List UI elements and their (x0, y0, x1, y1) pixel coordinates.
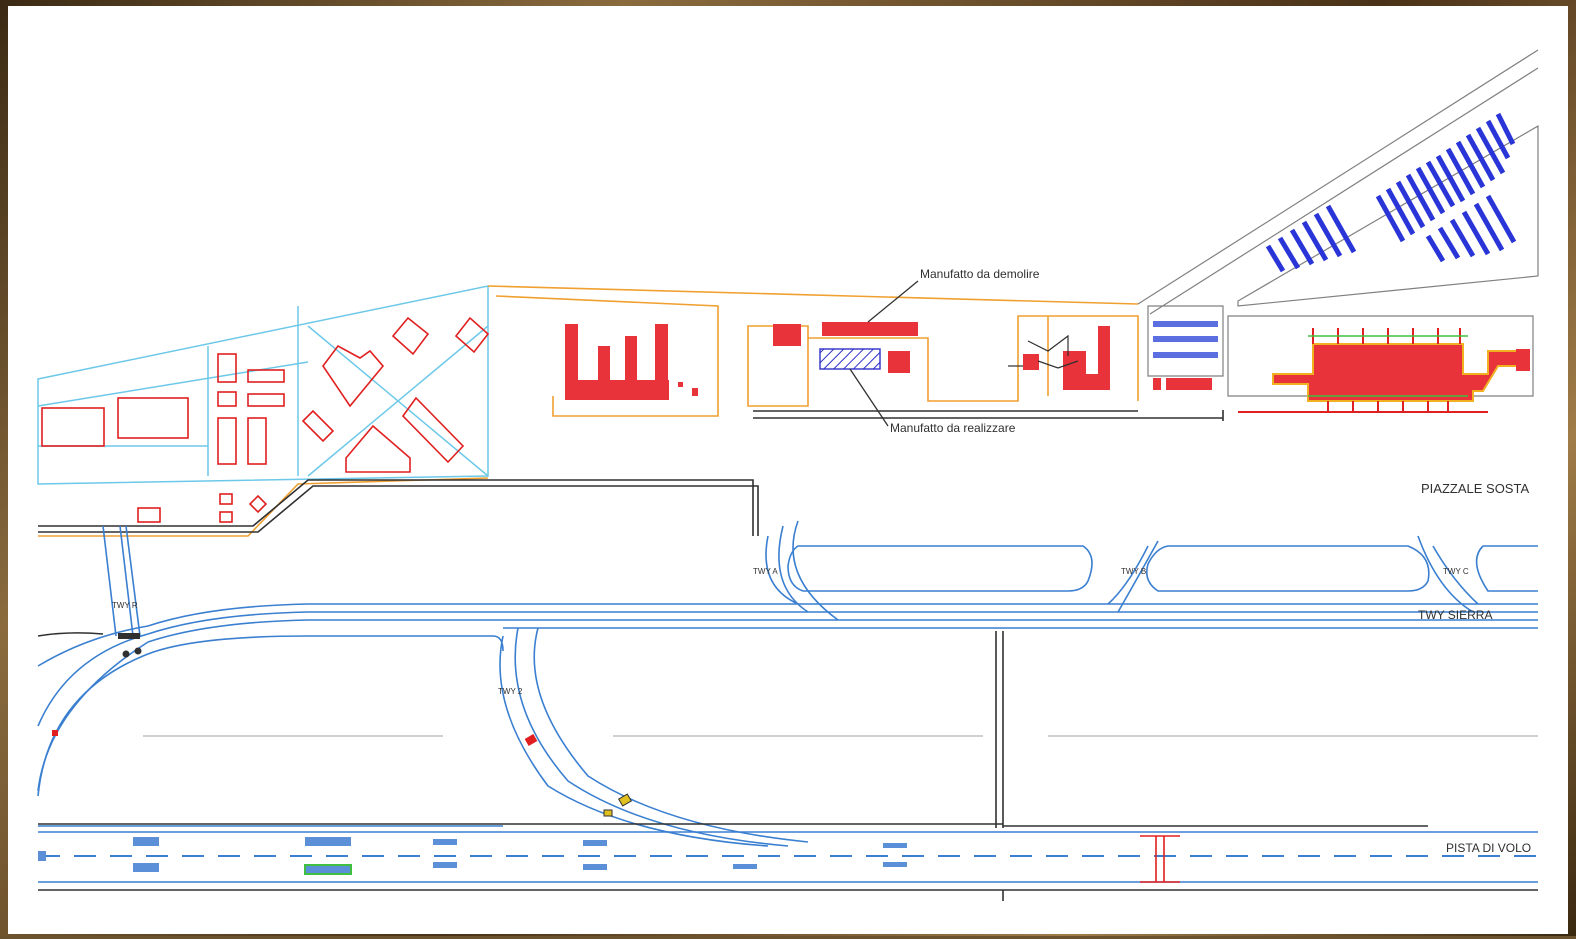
runway-threshold (1140, 835, 1180, 883)
build-label: Manufatto da realizzare (890, 421, 1016, 435)
twy-c-label: TWY C (1443, 567, 1469, 576)
terminal-building (1238, 328, 1530, 413)
callout-lines (849, 280, 919, 427)
structure-lines (1008, 334, 1079, 369)
existing-buildings-right (1023, 326, 1212, 390)
yellow-markers (603, 793, 633, 817)
demolish-label: Manufatto da demolire (920, 267, 1040, 281)
twy-2-label: TWY 2 (498, 687, 523, 696)
red-markers (52, 730, 538, 746)
existing-building-comb (565, 324, 698, 400)
building-to-build (819, 348, 881, 370)
runway-markers (38, 837, 907, 875)
taxiway-network (37, 520, 1538, 883)
field-lines (37, 631, 1538, 901)
runway-label: PISTA DI VOLO (1446, 841, 1531, 855)
twy-b-label: TWY B (1121, 567, 1146, 576)
road-lines (38, 410, 1224, 536)
car-parking-bays (1265, 112, 1517, 273)
cyan-zone-lines (37, 285, 489, 485)
apron-label: PIAZZALE SOSTA (1421, 481, 1529, 496)
airport-plan-sheet: Manufatto da demolire Manufatto da reali… (8, 6, 1568, 934)
existing-buildings-middle (773, 324, 910, 373)
twy-sierra-label: TWY SIERRA (1418, 608, 1492, 622)
misc-black-dots (118, 633, 142, 658)
twy-r-label: TWY R (112, 601, 138, 610)
twy-a-label: TWY A (753, 567, 778, 576)
small-parking-blocks (1153, 321, 1218, 358)
airport-plan-drawing: Manufatto da demolire Manufatto da reali… (37, 49, 1539, 901)
existing-buildings-left (41, 316, 490, 523)
building-to-demolish (822, 322, 918, 336)
